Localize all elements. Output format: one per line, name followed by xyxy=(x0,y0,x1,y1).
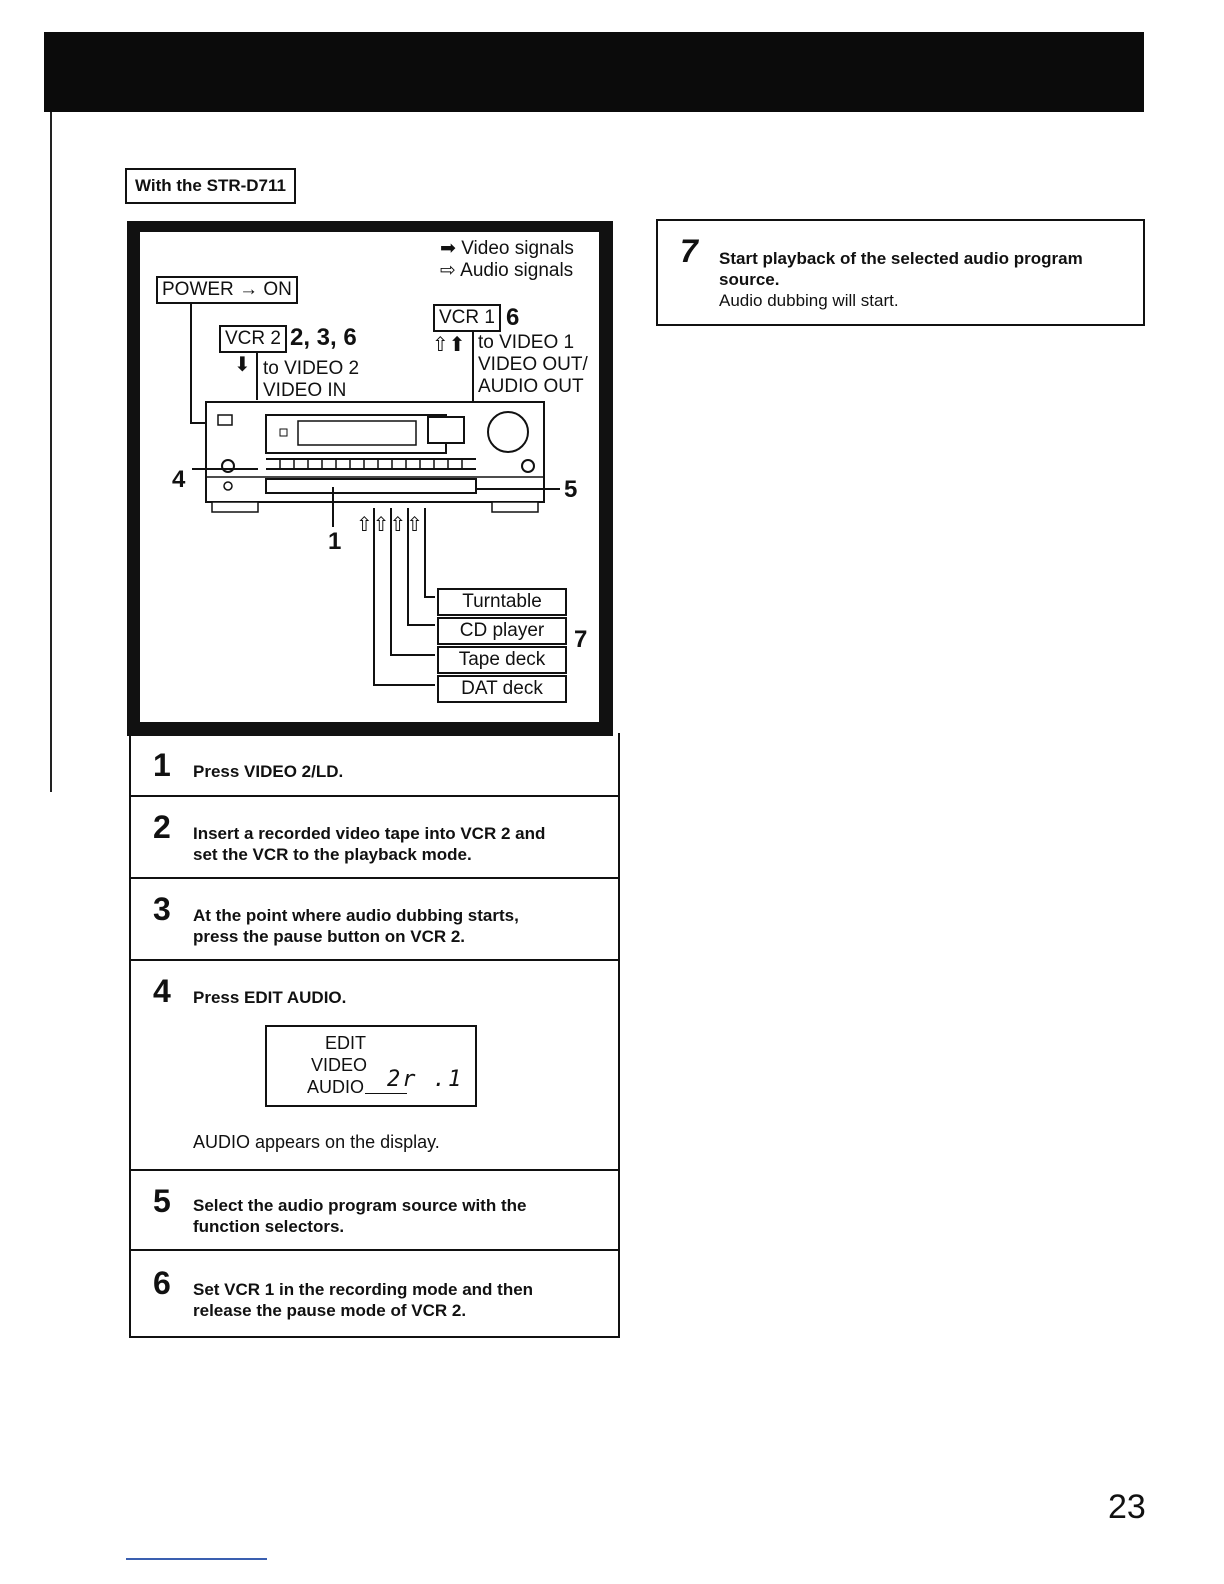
step-instruction-line1: At the point where audio dubbing starts, xyxy=(193,906,519,925)
header-bar xyxy=(44,32,1144,112)
vcr2-bracket xyxy=(256,352,258,400)
step-number: 7 xyxy=(680,233,698,269)
route-tape xyxy=(390,508,392,656)
display-underline xyxy=(365,1093,407,1094)
step-note: Audio dubbing will start. xyxy=(719,291,899,310)
legend-video: ➡ Video signals xyxy=(440,238,574,259)
step-number: 6 xyxy=(153,1265,171,1301)
display-edit: EDIT xyxy=(325,1033,367,1053)
step-note: AUDIO appears on the display. xyxy=(193,1132,440,1152)
legend-audio: ⇨ Audio signals xyxy=(440,260,574,281)
receiver-illustration xyxy=(205,401,545,513)
step-instruction-line2: press the pause button on VCR 2. xyxy=(193,927,466,946)
step-number: 4 xyxy=(153,973,171,1009)
connection-diagram: ➡ Video signals ⇨ Audio signals POWER → … xyxy=(140,232,599,722)
source-dat-deck: DAT deck xyxy=(437,675,567,703)
step-instruction-line1: Set VCR 1 in the recording mode and then xyxy=(193,1280,534,1299)
step-instruction-line1: Select the audio program source with the xyxy=(193,1196,527,1215)
vcr2-label: VCR 2 xyxy=(219,325,287,353)
vcr1-step-number: 6 xyxy=(506,304,520,331)
arrow-down-icon: ⬇ xyxy=(234,354,251,376)
callout-7: 7 xyxy=(574,626,588,653)
step-4: 4 Press EDIT AUDIO. AUDIO appears on the… xyxy=(131,959,618,1171)
display-video: VIDEO xyxy=(311,1055,368,1075)
source-turntable: Turntable xyxy=(437,588,567,616)
step-7: 7 Start playback of the selected audio p… xyxy=(656,219,1145,326)
callout-5-line xyxy=(476,488,560,490)
steps-panel: 1 Press VIDEO 2/LD. 2 Insert a recorded … xyxy=(129,733,620,1338)
hollow-arrow-icon: ⇨ xyxy=(440,260,456,281)
step-1: 1 Press VIDEO 2/LD. xyxy=(131,733,618,795)
step-instruction-line2: function selectors. xyxy=(193,1217,345,1236)
route-cd xyxy=(407,508,409,626)
vcr1-line1: to VIDEO 1 xyxy=(478,332,575,353)
step-6: 6 Set VCR 1 in the recording mode and th… xyxy=(131,1249,618,1336)
page-number: 23 xyxy=(1108,1488,1146,1526)
source-tape-deck: Tape deck xyxy=(437,646,567,674)
callout-5: 5 xyxy=(564,476,578,503)
step-5: 5 Select the audio program source with t… xyxy=(131,1169,618,1251)
step-instruction: Press VIDEO 2/LD. xyxy=(193,762,344,781)
step-number: 2 xyxy=(153,809,171,845)
step-number: 3 xyxy=(153,891,171,927)
solid-arrow-icon: ➡ xyxy=(440,238,456,259)
step-instruction-line1: Start playback of the selected audio pro… xyxy=(719,249,1083,268)
vcr1-line2: VIDEO OUT/ xyxy=(478,354,588,375)
footer-line xyxy=(126,1558,267,1560)
step-number: 1 xyxy=(153,747,171,783)
source-cd-player: CD player xyxy=(437,617,567,645)
route-dat xyxy=(373,508,375,686)
step-instruction-line2: source. xyxy=(719,270,780,289)
margin-rule xyxy=(50,112,52,792)
display-audio: AUDIO xyxy=(307,1077,365,1097)
vcr2-line2: VIDEO IN xyxy=(263,380,347,401)
route-turntable xyxy=(424,508,426,598)
power-on-label: POWER → ON xyxy=(156,276,298,304)
vcr2-step-numbers: 2, 3, 6 xyxy=(290,324,357,351)
step-number: 5 xyxy=(153,1183,171,1219)
power-line xyxy=(190,302,192,424)
callout-1-line xyxy=(332,487,334,527)
arrow-up-icon: ⇧⬆ xyxy=(432,334,466,356)
step-2: 2 Insert a recorded video tape into VCR … xyxy=(131,795,618,879)
step-instruction-line2: set the VCR to the playback mode. xyxy=(193,845,472,864)
display-segment-digits: 2r .1 xyxy=(387,1067,464,1092)
step-3: 3 At the point where audio dubbing start… xyxy=(131,877,618,961)
step-instruction-line2: release the pause mode of VCR 2. xyxy=(193,1301,467,1320)
callout-1: 1 xyxy=(328,528,342,555)
callout-4-line xyxy=(192,468,258,470)
callout-4: 4 xyxy=(172,466,186,493)
step-instruction-line1: Insert a recorded video tape into VCR 2 … xyxy=(193,824,546,843)
vcr1-bracket xyxy=(472,330,474,402)
step-instruction: Press EDIT AUDIO. xyxy=(193,988,347,1007)
audio-up-arrows-icon: ⇧⇧⇧⇧ xyxy=(356,512,423,537)
model-label: With the STR-D711 xyxy=(125,168,296,204)
vcr1-line3: AUDIO OUT xyxy=(478,376,584,397)
display-readout: EDIT VIDEO AUDIO 2r .1 xyxy=(265,1025,477,1107)
vcr1-label: VCR 1 xyxy=(433,304,501,332)
vcr2-line1: to VIDEO 2 xyxy=(263,358,360,379)
arrow-right-icon: → xyxy=(239,279,259,300)
